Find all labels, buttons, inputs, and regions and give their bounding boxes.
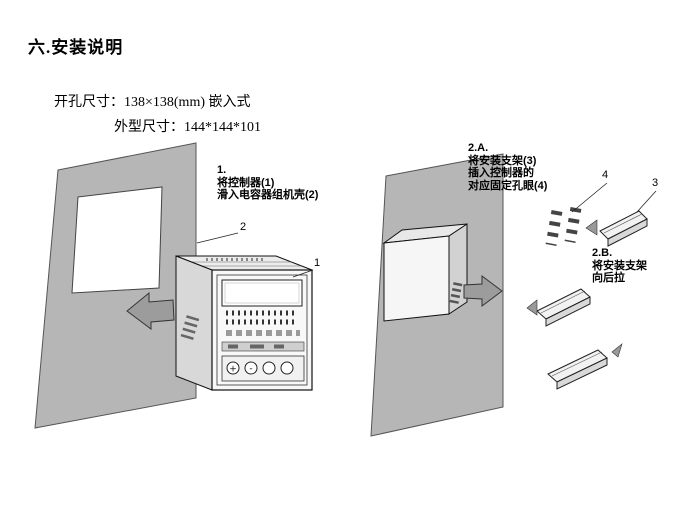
step2b-line2: 向后拉 xyxy=(592,272,625,284)
leader-line-callout-2 xyxy=(196,232,239,244)
mounted-controller-rear xyxy=(382,223,468,322)
step1-line1: 将控制器(1) xyxy=(217,176,275,189)
function-button[interactable] xyxy=(262,361,276,375)
callout-panel-2: 2 xyxy=(240,221,247,233)
leader-line-callout-4 xyxy=(571,182,608,213)
leader-line-callout-3 xyxy=(636,190,657,213)
insert-bracket-arrow-icon xyxy=(585,219,598,236)
opening-size-text: 开孔尺寸：138×138(mm) 嵌入式 xyxy=(54,95,251,110)
minus-button[interactable] xyxy=(244,361,258,375)
step2a-instructions: 2.A. 将安装支架(3) 插入控制器的 对应固定孔眼(4) xyxy=(468,142,547,192)
mounting-bracket-3 xyxy=(599,210,648,247)
label-strip-mark xyxy=(274,344,284,349)
mounting-bracket-step-b2 xyxy=(547,349,608,390)
controller-display xyxy=(221,279,303,307)
pull-back-arrow-icon xyxy=(526,299,538,316)
step2a-line1: 将安装支架(3) xyxy=(468,154,537,167)
step2b-line1: 将安装支架 xyxy=(592,259,647,272)
front-bezel xyxy=(216,274,308,386)
step2b-number: 2.B. xyxy=(592,247,613,259)
controller-device: + - xyxy=(175,255,313,391)
mounting-bracket-step-b1 xyxy=(536,288,591,327)
controller-side-face xyxy=(175,255,213,391)
plus-button[interactable] xyxy=(226,361,240,375)
outer-size-text: 外型尺寸：144*144*101 xyxy=(114,120,261,135)
callout-bracket-3: 3 xyxy=(652,177,659,189)
hole-column xyxy=(545,210,563,246)
label-strip-mark xyxy=(250,344,264,349)
rear-front-face xyxy=(383,235,450,322)
step2a-line3: 对应固定孔眼(4) xyxy=(468,179,548,192)
bracket-direction-arrow-icon xyxy=(463,275,503,307)
function-button[interactable] xyxy=(280,361,294,375)
callout-device-1: 1 xyxy=(314,257,321,269)
step2a-line2: 插入控制器的 xyxy=(468,167,534,179)
callout-holes-4: 4 xyxy=(602,169,609,181)
step2b-instructions: 2.B. 将安装支架 向后拉 xyxy=(592,247,647,285)
hole-column xyxy=(564,207,582,243)
insert-arrow-icon xyxy=(126,291,175,330)
step1-number: 1. xyxy=(217,164,227,176)
step2a-number: 2.A. xyxy=(468,142,489,154)
page-title: 六.安装说明 xyxy=(28,38,124,57)
pull-back-arrow-icon xyxy=(611,343,623,358)
step1-line2: 滑入电容器组机壳(2) xyxy=(217,189,319,201)
side-vent-slots xyxy=(179,315,200,343)
minus-button-label: - xyxy=(249,364,252,374)
label-strip-mark xyxy=(228,344,238,349)
plus-button-label: + xyxy=(229,365,237,375)
step1-instructions: 1. 将控制器(1) 滑入电容器组机壳(2) xyxy=(217,164,318,202)
mounting-hole xyxy=(71,186,163,294)
leader-line-callout-1 xyxy=(292,269,314,278)
fixing-holes-pattern xyxy=(545,207,582,246)
display-inner xyxy=(224,282,300,304)
